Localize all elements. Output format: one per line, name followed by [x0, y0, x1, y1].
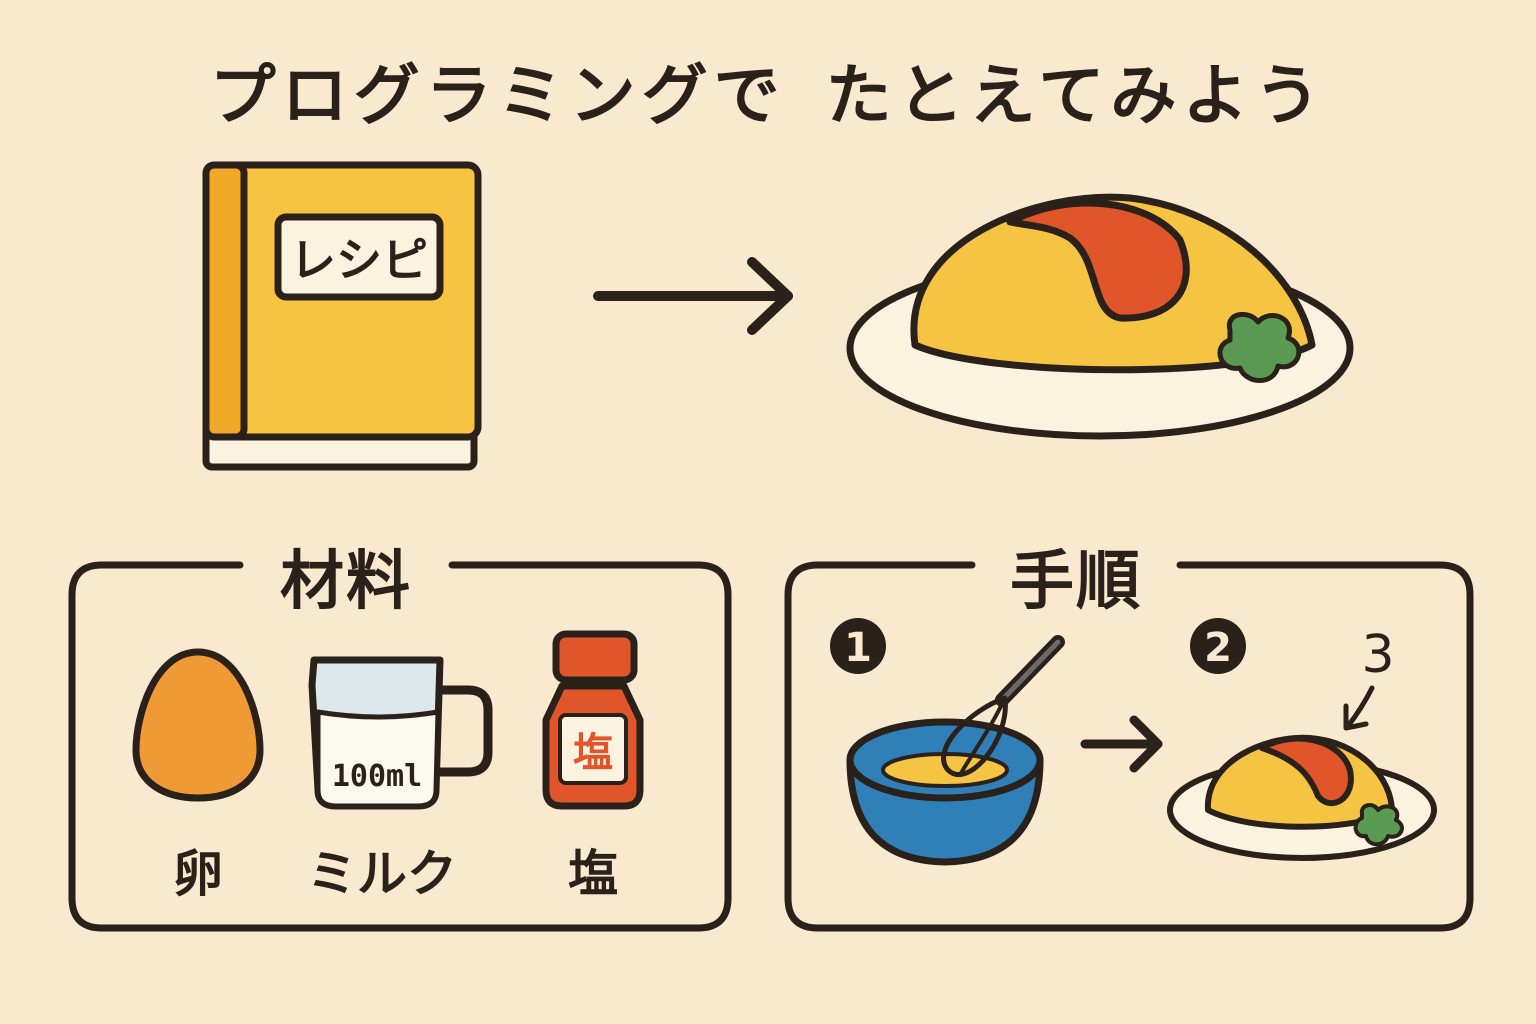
omelet-rice-icon [846, 193, 1354, 440]
salt-shaker-icon [542, 630, 644, 810]
ingredient-label-salt: 塩 [568, 845, 618, 903]
step-2-badge [1190, 618, 1246, 674]
arrow-icon [1080, 715, 1163, 773]
recipe-book-icon [202, 161, 482, 471]
ingredients-box [68, 561, 732, 932]
recipe-book-label: レシピ [290, 233, 428, 287]
milk-amount-label: 100ml [332, 759, 422, 794]
step-1-number: 1 [844, 625, 872, 671]
title-part-1: プログラミングで [209, 57, 786, 134]
steps-box [784, 561, 1474, 932]
step-3-number: 3 [1361, 625, 1394, 685]
step-2-number: 2 [1204, 625, 1232, 671]
pointer-arrow-icon [1343, 685, 1375, 731]
arrow-icon [593, 257, 793, 335]
step-1-badge [830, 618, 886, 674]
ingredients-heading: 材料 [280, 545, 412, 619]
egg-icon [132, 648, 264, 802]
bowl-whisk-icon [846, 635, 1065, 866]
salt-bottle-label: 塩 [573, 730, 613, 776]
measuring-cup-icon [308, 656, 493, 810]
title-part-2: たとえてみよう [825, 57, 1327, 134]
ingredient-label-milk: ミルク [307, 845, 457, 903]
steps-heading: 手順 [1010, 545, 1142, 619]
small-omelet-rice-icon [1167, 734, 1437, 861]
ingredient-label-egg: 卵 [173, 845, 223, 903]
page-title: プログラミングでたとえてみよう [0, 42, 1536, 138]
